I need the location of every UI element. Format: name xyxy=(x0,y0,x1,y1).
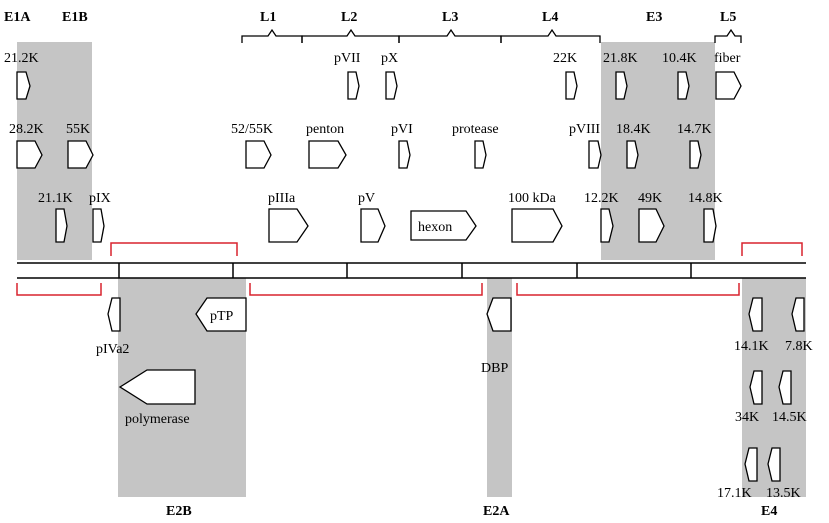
gene-label-px: pX xyxy=(381,51,398,66)
gene-arrow-14-5k xyxy=(778,370,792,405)
gene-arrow-21-1k xyxy=(55,208,68,243)
gene-arrow-13-5k xyxy=(767,447,781,482)
gene-arrow-52-55k xyxy=(245,140,272,169)
gene-label-protease: protease xyxy=(452,122,499,137)
gene-arrow-14-8k xyxy=(703,208,717,243)
gene-arrow-100kda xyxy=(511,208,563,243)
region-label-e3: E3 xyxy=(646,10,662,25)
gene-label-14-1k: 14.1K xyxy=(734,339,769,354)
gene-label-14-5k: 14.5K xyxy=(772,410,807,425)
gene-label-13-5k: 13.5K xyxy=(766,486,801,501)
gene-arrow-10-4k xyxy=(677,71,690,100)
gene-label-55k: 55K xyxy=(66,122,90,137)
gene-label-12-2k: 12.2K xyxy=(584,191,619,206)
gene-label-14-7k: 14.7K xyxy=(677,122,712,137)
gene-label-7-8k: 7.8K xyxy=(785,339,813,354)
gene-arrow-pvii xyxy=(347,71,360,100)
gene-label-100kda: 100 kDa xyxy=(508,191,557,206)
gene-arrow-px xyxy=(385,71,398,100)
gene-label-polymerase: polymerase xyxy=(125,412,190,427)
brace-l1 xyxy=(241,28,303,43)
bracket-top-e4 xyxy=(741,242,803,256)
region-label-e1a: E1A xyxy=(4,10,31,25)
gene-arrow-21-2k xyxy=(16,71,31,100)
region-label-l5: L5 xyxy=(720,10,736,25)
brace-l4 xyxy=(500,28,601,43)
gene-arrow-penton xyxy=(308,140,347,169)
gene-arrow-pvi xyxy=(398,140,411,169)
bracket-bottom-e1 xyxy=(16,283,102,296)
region-label-e2b: E2B xyxy=(166,504,192,519)
gene-arrow-dbp xyxy=(486,297,512,332)
gene-arrow-piva2 xyxy=(107,297,121,332)
gene-arrow-14-1k xyxy=(748,297,763,332)
gene-label-pv: pV xyxy=(358,191,375,206)
gene-label-dbp: DBP xyxy=(481,361,508,376)
bracket-top-e2b xyxy=(110,242,238,256)
gene-arrow-protease xyxy=(474,140,487,169)
gene-arrow-55k xyxy=(67,140,94,169)
region-labels: E1A E1B L1 L2 L3 L4 E3 L5 E2B E2A E4 xyxy=(4,10,777,519)
gene-arrow-21-8k xyxy=(615,71,628,100)
gene-arrow-49k xyxy=(638,208,665,243)
gene-label-18-4k: 18.4K xyxy=(616,122,651,137)
gene-label-10-4k: 10.4K xyxy=(662,51,697,66)
gene-label-21-1k: 21.1K xyxy=(38,191,73,206)
gene-label-piva2: pIVa2 xyxy=(96,342,129,357)
region-label-e1b: E1B xyxy=(62,10,88,25)
region-label-e2a: E2A xyxy=(483,504,510,519)
gene-arrow-polymerase xyxy=(118,369,196,405)
gene-arrow-piiia xyxy=(268,208,309,243)
gene-label-pvi: pVI xyxy=(391,122,413,137)
gene-label-28-2k: 28.2K xyxy=(9,122,44,137)
bracket-bottom-right xyxy=(516,283,740,296)
genome-line xyxy=(17,262,806,279)
gene-arrow-pv xyxy=(360,208,386,243)
region-label-l3: L3 xyxy=(442,10,458,25)
gene-label-pvii: pVII xyxy=(334,51,361,66)
gene-arrow-pix xyxy=(92,208,105,243)
gene-label-hexon: hexon xyxy=(418,220,452,235)
gene-arrow-22k xyxy=(565,71,578,100)
gene-arrows xyxy=(16,71,805,482)
gene-arrow-ptp xyxy=(195,297,247,332)
brace-l2 xyxy=(301,28,400,43)
gene-label-49k: 49K xyxy=(638,191,662,206)
region-label-e4: E4 xyxy=(761,504,777,519)
strand-brackets xyxy=(16,242,803,296)
gene-label-21-2k: 21.2K xyxy=(4,51,39,66)
gene-labels: 21.2K pVII pX 22K 21.8K 10.4K fiber 28.2… xyxy=(4,51,813,501)
gene-label-21-8k: 21.8K xyxy=(603,51,638,66)
gene-label-penton: penton xyxy=(306,122,344,137)
gene-arrow-18-4k xyxy=(626,140,639,169)
gene-label-52-55k: 52/55K xyxy=(231,122,273,137)
gene-arrow-7-8k xyxy=(791,297,805,332)
bracket-bottom-mid xyxy=(249,283,483,296)
gene-label-piiia: pIIIa xyxy=(268,191,296,206)
gene-label-34k: 34K xyxy=(735,410,759,425)
gene-label-22k: 22K xyxy=(553,51,577,66)
brace-l3 xyxy=(398,28,502,43)
gene-label-fiber: fiber xyxy=(714,51,741,66)
region-label-l4: L4 xyxy=(542,10,558,25)
gene-arrow-hexon xyxy=(410,210,477,241)
gene-label-ptp: pTP xyxy=(210,309,234,324)
region-label-l1: L1 xyxy=(260,10,276,25)
gene-arrow-34k xyxy=(749,370,763,405)
gene-arrow-28-2k xyxy=(16,140,43,169)
brace-l5 xyxy=(714,28,742,43)
gene-arrow-14-7k xyxy=(689,140,702,169)
late-braces xyxy=(241,28,742,43)
gene-arrow-17-1k xyxy=(744,447,758,482)
gene-arrow-12-2k xyxy=(600,208,614,243)
region-label-l2: L2 xyxy=(341,10,357,25)
gene-label-pviii: pVIII xyxy=(569,122,600,137)
gene-label-pix: pIX xyxy=(89,191,111,206)
shaded-regions xyxy=(17,42,806,497)
gene-arrow-fiber xyxy=(715,71,742,100)
gene-label-17-1k: 17.1K xyxy=(717,486,752,501)
gene-arrow-pviii xyxy=(588,140,602,169)
gene-label-14-8k: 14.8K xyxy=(688,191,723,206)
